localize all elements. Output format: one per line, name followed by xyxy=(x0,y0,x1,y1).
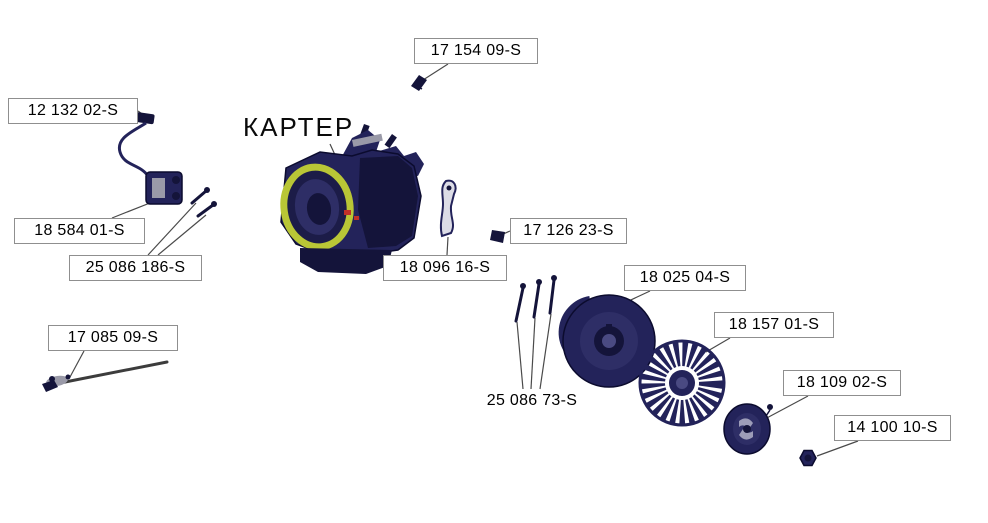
part-label-18-157-01-s: 18 157 01-S xyxy=(714,312,834,338)
cooling-fan xyxy=(638,339,726,427)
ignition-module xyxy=(117,112,183,205)
part-label-18-584-01-s: 18 584 01-S xyxy=(14,218,145,244)
part-label-17-126-23-s: 17 126 23-S xyxy=(510,218,627,244)
leader-lines xyxy=(69,63,859,457)
starter-pulley xyxy=(723,403,773,455)
part-label-18-025-04-s: 18 025 04-S xyxy=(624,265,746,291)
part-label-14-100-10-s: 14 100 10-S xyxy=(834,415,951,441)
flange-nut xyxy=(799,449,817,467)
part-label-25-086-73-s: 25 086 73-S xyxy=(486,392,578,409)
guard-bracket xyxy=(439,179,457,238)
part-label-25-086-186-s: 25 086 186-S xyxy=(69,255,202,281)
crankcase-assembly xyxy=(280,123,424,274)
part-label-12-132-02-s: 12 132 02-S xyxy=(8,98,138,124)
top-screw xyxy=(411,75,427,91)
part-label-17-154-09-s: 17 154 09-S xyxy=(414,38,538,64)
part-label-18-096-16-s: 18 096 16-S xyxy=(383,255,507,281)
part-label-17-085-09-s: 17 085 09-S xyxy=(48,325,178,351)
throttle-rod xyxy=(42,360,169,392)
mounting-screws xyxy=(190,187,217,218)
flywheel xyxy=(558,294,656,388)
flywheel-screws xyxy=(514,275,557,323)
diagram-title: КАРТЕР xyxy=(243,112,355,142)
part-label-18-109-02-s: 18 109 02-S xyxy=(783,370,901,396)
retainer-clip xyxy=(490,230,505,243)
